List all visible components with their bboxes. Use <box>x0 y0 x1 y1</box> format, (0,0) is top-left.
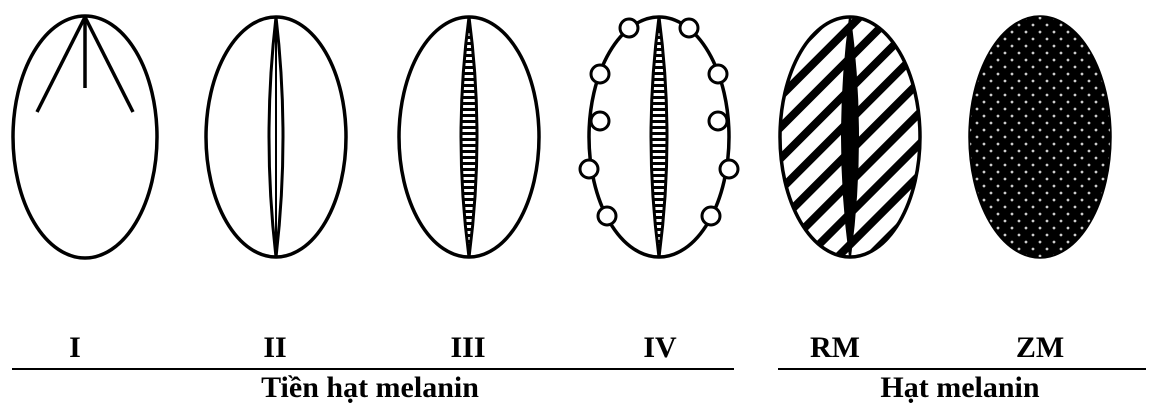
stage-ii-melanosome <box>206 17 346 257</box>
stage-iii-melanosome <box>399 17 539 257</box>
premelanosome-group-label: Tiền hạt melanin <box>180 373 560 403</box>
stage-label-iii: III <box>438 333 498 363</box>
stage-label-zm: ZM <box>1005 333 1075 363</box>
melanosome-group-label: Hạt melanin <box>840 373 1080 403</box>
stage-iv-melanosome <box>580 17 738 257</box>
stage-label-iv: IV <box>630 333 690 363</box>
premelanosome-group-rule <box>12 368 734 370</box>
stage-label-rm: RM <box>800 333 870 363</box>
stage-label-i: I <box>55 333 95 363</box>
stage-label-ii: II <box>250 333 300 363</box>
melanosome-group-rule <box>778 368 1146 370</box>
stage-i-melanosome <box>13 16 157 258</box>
stage-rm-melanosome <box>770 10 930 270</box>
stage-zm-melanosome <box>960 10 1120 270</box>
